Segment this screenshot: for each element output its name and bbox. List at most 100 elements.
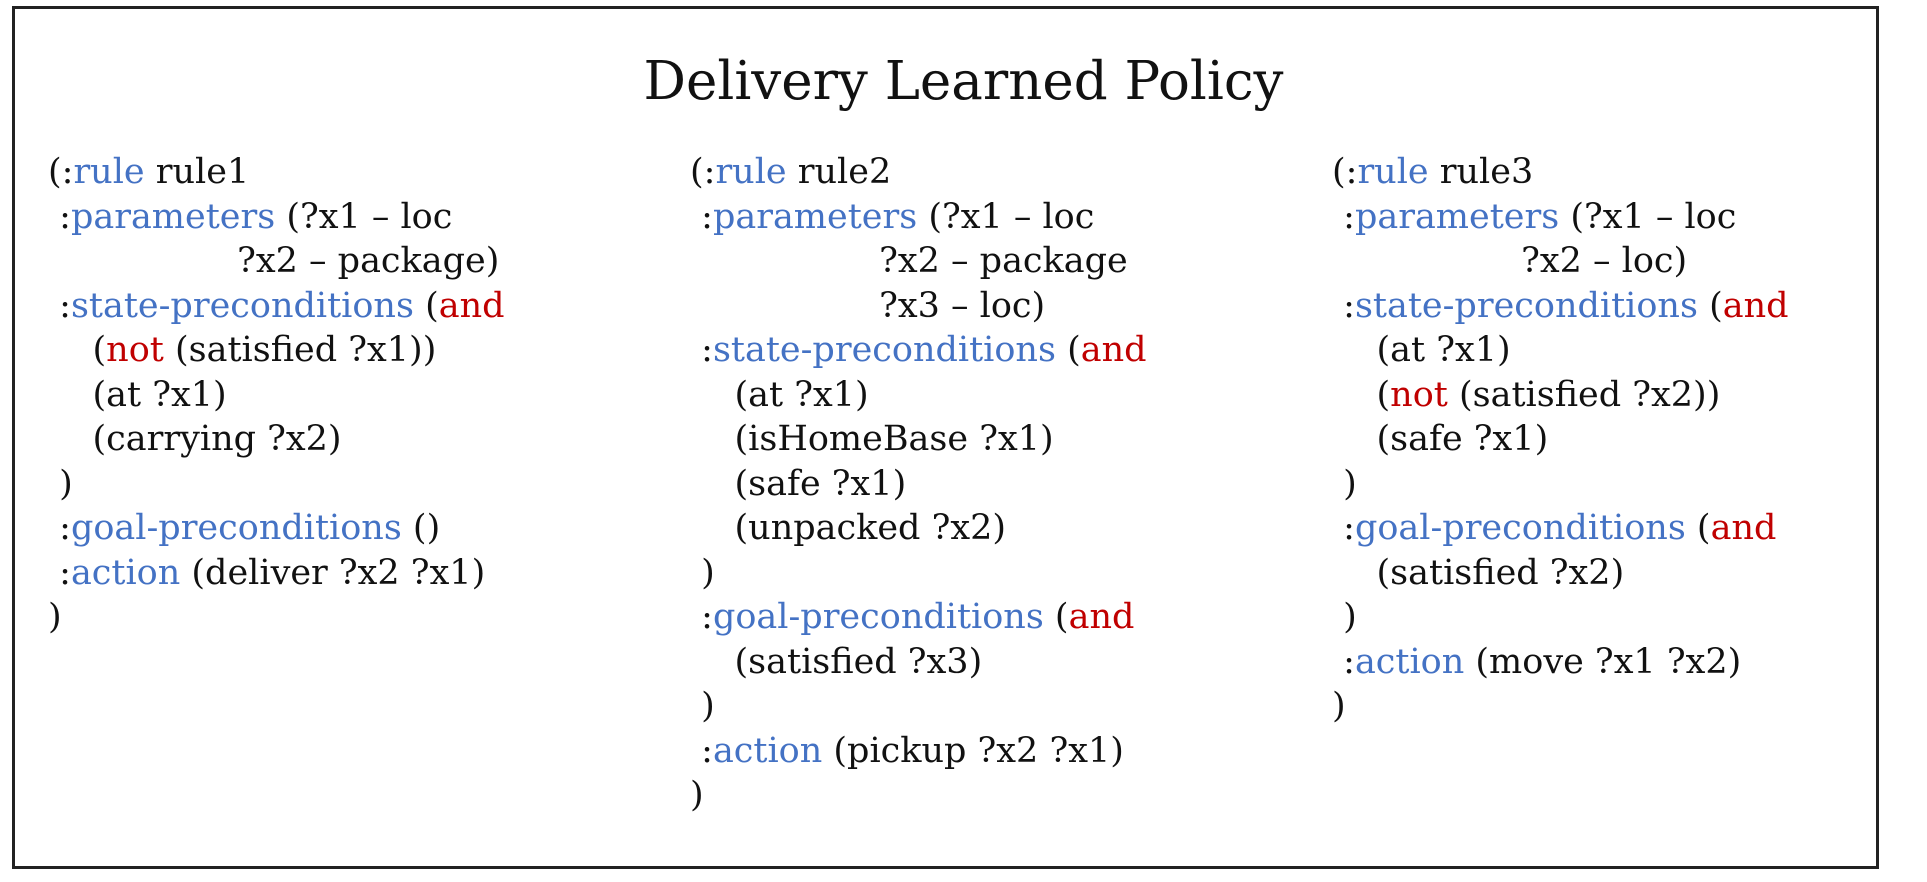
code-token: (?x1 – loc: [917, 196, 1095, 237]
code-token: (: [1685, 508, 1711, 548]
code-line: ?x2 – package: [690, 239, 1147, 284]
code-line: (satisfied ?x2): [1332, 551, 1789, 596]
code-line: (:rule rule2: [690, 150, 1147, 195]
keyword-token: state-preconditions: [70, 285, 414, 326]
code-token: (?x1 – loc: [1559, 196, 1737, 237]
keyword-token: rule: [1357, 152, 1429, 192]
code-indent: [1332, 375, 1377, 415]
code-token: (:: [48, 152, 74, 192]
code-indent: [48, 464, 59, 504]
code-token: (move ?x1 ?x2): [1464, 641, 1742, 682]
rule-block-rule3: (:rule rule3 :parameters (?x1 – loc ?x2 …: [1332, 150, 1789, 729]
keyword-token: state-preconditions: [712, 330, 1056, 370]
code-line: :parameters (?x1 – loc: [48, 195, 505, 240]
code-line: :goal-preconditions (and: [1332, 506, 1789, 551]
code-line: (:rule rule3: [1332, 150, 1789, 195]
code-indent: [690, 286, 879, 326]
code-indent: [48, 375, 93, 415]
code-token: (satisfied ?x3): [734, 641, 983, 682]
code-indent: [48, 197, 59, 237]
code-line: :parameters (?x1 – loc: [1332, 195, 1789, 240]
code-token: :: [701, 730, 713, 771]
code-token: (at ?x1): [1376, 330, 1511, 370]
code-line: ): [690, 551, 1147, 596]
code-line: (at ?x1): [1332, 328, 1789, 373]
code-line: (satisfied ?x3): [690, 640, 1147, 685]
code-token: (: [1376, 374, 1391, 415]
code-indent: [690, 642, 735, 682]
keyword-token: goal-preconditions: [712, 597, 1044, 637]
code-line: ?x2 – loc): [1332, 239, 1789, 284]
code-indent: [1332, 464, 1343, 504]
code-indent: [48, 508, 59, 548]
code-indent: [690, 553, 701, 593]
code-token: ?x3 – loc): [879, 285, 1046, 326]
code-token: ): [690, 775, 704, 815]
code-token: rule3: [1428, 152, 1534, 192]
code-token: ): [701, 552, 715, 593]
code-token: (deliver ?x2 ?x1): [180, 552, 486, 593]
code-line: :action (move ?x1 ?x2): [1332, 640, 1789, 685]
code-line: (not (satisfied ?x2)): [1332, 373, 1789, 418]
code-token: :: [59, 196, 71, 237]
code-line: ): [1332, 595, 1789, 640]
code-indent: [690, 508, 735, 548]
keyword-token: action: [1354, 641, 1465, 682]
code-line: :goal-preconditions (): [48, 506, 505, 551]
operator-token: and: [1080, 330, 1147, 370]
code-line: ): [1332, 462, 1789, 507]
code-line: :state-preconditions (and: [1332, 284, 1788, 329]
code-token: :: [701, 597, 713, 637]
code-indent: [690, 464, 735, 504]
code-token: ): [1343, 597, 1357, 637]
code-indent: [690, 419, 735, 459]
operator-token: not: [1390, 374, 1448, 415]
keyword-token: action: [712, 730, 823, 771]
code-token: (): [401, 508, 441, 548]
code-token: :: [701, 330, 713, 370]
code-line: (at ?x1): [48, 373, 505, 418]
code-indent: [690, 241, 879, 281]
code-indent: [690, 330, 701, 370]
code-token: (at ?x1): [734, 374, 869, 415]
code-token: :: [59, 508, 71, 548]
code-token: ?x2 – package: [879, 241, 1128, 281]
code-line: (carrying ?x2): [48, 417, 505, 462]
code-token: rule2: [786, 152, 892, 192]
code-token: (: [1697, 285, 1723, 326]
code-indent: [1332, 553, 1377, 593]
code-token: (:: [690, 152, 716, 192]
code-line: ?x3 – loc): [690, 284, 1147, 329]
code-token: :: [59, 552, 71, 593]
code-indent: [690, 197, 701, 237]
code-indent: [1332, 241, 1521, 281]
operator-token: and: [1710, 508, 1777, 548]
code-indent: [1332, 642, 1343, 682]
operator-token: and: [438, 285, 505, 326]
code-token: (: [1043, 597, 1069, 637]
keyword-token: parameters: [712, 196, 918, 237]
code-token: :: [701, 196, 713, 237]
code-line: (unpacked ?x2): [690, 506, 1147, 551]
keyword-token: goal-preconditions: [1354, 508, 1686, 548]
code-indent: [48, 419, 93, 459]
code-line: :goal-preconditions (and: [690, 595, 1147, 640]
code-indent: [1332, 330, 1377, 370]
code-indent: [690, 731, 701, 771]
code-token: (safe ?x1): [734, 463, 907, 504]
keyword-token: goal-preconditions: [70, 508, 402, 548]
code-token: (:: [1332, 152, 1358, 192]
code-line: ): [48, 462, 505, 507]
code-indent: [1332, 286, 1343, 326]
code-token: :: [1343, 508, 1355, 548]
code-token: ?x2 – package): [237, 241, 500, 281]
code-token: (: [1055, 330, 1081, 370]
code-line: (isHomeBase ?x1): [690, 417, 1147, 462]
code-token: (: [92, 330, 107, 370]
code-line: :state-preconditions (and: [690, 328, 1147, 373]
diagram-title: Delivery Learned Policy: [643, 51, 1284, 112]
code-line: (at ?x1): [690, 373, 1147, 418]
code-token: (satisfied ?x2): [1376, 552, 1625, 593]
code-indent: [1332, 419, 1377, 459]
code-line: (:rule rule1: [48, 150, 505, 195]
